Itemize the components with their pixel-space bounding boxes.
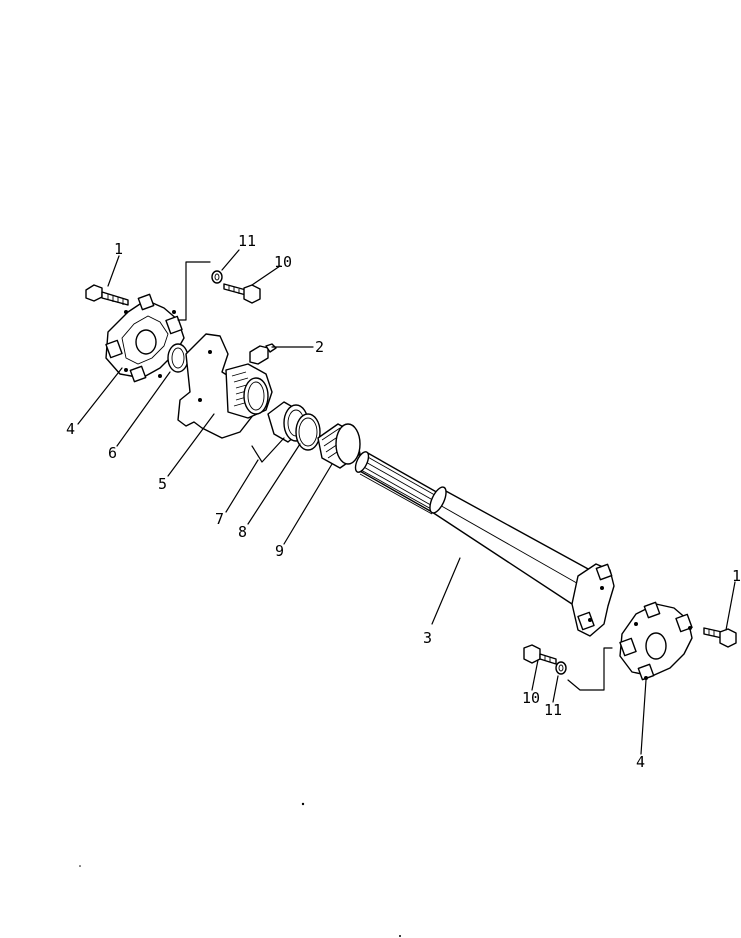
callout-7: 7 [215, 510, 224, 528]
callout-1-right: 1 [732, 567, 741, 585]
callout-10-top: 10 [274, 253, 292, 271]
callout-11-bottom: 11 [544, 701, 562, 719]
callout-2: 2 [315, 338, 324, 356]
callout-9: 9 [275, 542, 284, 560]
propeller-shaft [354, 451, 615, 637]
washer-top [211, 270, 223, 284]
bolt-bottom [523, 644, 557, 665]
callout-10-bottom: 10 [522, 689, 540, 707]
washer-bottom [555, 661, 567, 675]
grease-fitting [249, 343, 277, 365]
callout-4-left: 4 [66, 420, 75, 438]
ring-left [167, 343, 189, 373]
callout-11-top: 11 [238, 232, 256, 250]
bolt-left [85, 284, 129, 306]
spider-right [619, 601, 693, 681]
callout-6: 6 [108, 444, 117, 462]
spider-left [105, 293, 185, 383]
yoke [177, 333, 273, 439]
callout-1-left: 1 [114, 240, 123, 258]
callout-8: 8 [238, 523, 247, 541]
callout-5: 5 [158, 475, 167, 493]
bolt-right [703, 627, 737, 648]
callout-3: 3 [423, 629, 432, 647]
bolt-top [223, 283, 261, 304]
o-ring [295, 413, 321, 451]
callout-4-right: 4 [636, 753, 645, 771]
bearing [317, 423, 361, 469]
